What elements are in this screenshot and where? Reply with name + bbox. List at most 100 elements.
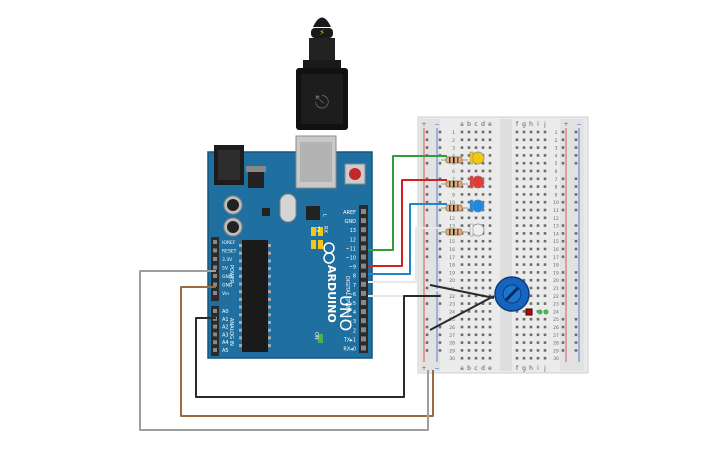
wire-gray-gnd[interactable]	[139, 270, 429, 431]
breadboard-hole[interactable]	[515, 333, 519, 337]
breadboard-hole[interactable]	[543, 356, 547, 360]
breadboard-hole[interactable]	[536, 317, 540, 321]
breadboard-hole[interactable]	[474, 333, 478, 337]
breadboard-hole[interactable]	[529, 341, 533, 344]
breadboard-hole[interactable]	[536, 271, 540, 274]
breadboard-hole[interactable]	[488, 169, 492, 173]
rail-hole[interactable]	[425, 200, 429, 204]
breadboard-hole[interactable]	[467, 138, 471, 142]
breadboard-hole[interactable]	[460, 138, 464, 142]
breadboard-hole[interactable]	[543, 138, 547, 142]
digital-pin[interactable]	[361, 327, 366, 333]
breadboard-hole[interactable]	[474, 286, 478, 290]
breadboard-hole[interactable]	[467, 208, 471, 212]
rail-hole[interactable]	[438, 193, 442, 196]
breadboard-hole[interactable]	[515, 193, 519, 196]
rail-hole[interactable]	[438, 239, 442, 243]
breadboard-hole[interactable]	[481, 193, 485, 196]
breadboard-hole[interactable]	[522, 216, 526, 220]
breadboard-hole[interactable]	[543, 185, 547, 188]
breadboard-hole[interactable]	[529, 333, 533, 337]
breadboard-hole[interactable]	[460, 216, 464, 220]
breadboard-hole[interactable]	[467, 247, 471, 251]
breadboard-hole[interactable]	[474, 263, 478, 266]
breadboard-hole[interactable]	[543, 255, 547, 259]
breadboard-hole[interactable]	[488, 278, 492, 282]
breadboard-hole[interactable]	[543, 161, 547, 165]
rail-hole[interactable]	[561, 341, 565, 344]
breadboard-hole[interactable]	[543, 154, 547, 157]
breadboard-hole[interactable]	[488, 216, 492, 220]
rail-hole[interactable]	[438, 208, 442, 212]
breadboard-hole[interactable]	[467, 232, 471, 235]
breadboard-hole[interactable]	[543, 278, 547, 282]
breadboard-hole[interactable]	[488, 333, 492, 337]
digital-pin[interactable]	[361, 263, 366, 269]
rail-hole[interactable]	[574, 185, 578, 188]
rail-hole[interactable]	[438, 146, 442, 149]
breadboard-hole[interactable]	[543, 349, 547, 352]
breadboard-hole[interactable]	[460, 341, 464, 344]
breadboard-hole[interactable]	[536, 286, 540, 290]
breadboard-hole[interactable]	[474, 349, 478, 352]
breadboard-hole[interactable]	[529, 185, 533, 188]
breadboard-hole[interactable]	[460, 255, 464, 259]
breadboard-hole[interactable]	[467, 325, 471, 329]
analog-pin[interactable]	[213, 309, 217, 313]
breadboard-hole[interactable]	[460, 310, 464, 313]
breadboard-hole[interactable]	[474, 317, 478, 321]
rail-hole[interactable]	[561, 232, 565, 235]
breadboard-hole[interactable]	[529, 271, 533, 274]
breadboard-hole[interactable]	[481, 216, 485, 220]
digital-pin[interactable]	[361, 254, 366, 260]
breadboard-hole[interactable]	[460, 177, 464, 181]
breadboard-hole[interactable]	[515, 356, 519, 360]
breadboard-hole[interactable]	[467, 239, 471, 243]
rail-hole[interactable]	[438, 138, 442, 142]
breadboard-hole[interactable]	[522, 263, 526, 266]
breadboard-hole[interactable]	[522, 130, 526, 134]
rail-hole[interactable]	[561, 161, 565, 165]
breadboard-hole[interactable]	[488, 177, 492, 181]
rail-hole[interactable]	[438, 271, 442, 274]
wire-black-gnd[interactable]	[195, 295, 440, 398]
breadboard-hole[interactable]	[536, 349, 540, 352]
breadboard-hole[interactable]	[467, 286, 471, 290]
breadboard-hole[interactable]	[522, 161, 526, 165]
reset-button[interactable]	[344, 163, 366, 185]
breadboard-hole[interactable]	[536, 294, 540, 298]
breadboard-hole[interactable]	[488, 349, 492, 352]
rail-hole[interactable]	[561, 325, 565, 329]
breadboard-hole[interactable]	[467, 341, 471, 344]
breadboard-hole[interactable]	[522, 239, 526, 243]
power-pin[interactable]	[213, 257, 217, 261]
breadboard-hole[interactable]	[488, 146, 492, 149]
breadboard-hole[interactable]	[536, 302, 540, 305]
breadboard-hole[interactable]	[460, 286, 464, 290]
digital-pin[interactable]	[361, 345, 366, 351]
rail-hole[interactable]	[438, 341, 442, 344]
rail-hole[interactable]	[574, 317, 578, 321]
rail-hole[interactable]	[574, 294, 578, 298]
wire-green-pin13[interactable]	[368, 155, 447, 251]
breadboard-hole[interactable]	[467, 333, 471, 337]
rail-hole[interactable]	[574, 302, 578, 305]
rail-hole[interactable]	[425, 185, 429, 188]
rail-hole[interactable]	[574, 146, 578, 149]
wire-blue-pin9[interactable]	[368, 203, 447, 275]
breadboard-hole[interactable]	[522, 200, 526, 204]
breadboard-hole[interactable]	[515, 169, 519, 173]
breadboard-hole[interactable]	[515, 232, 519, 235]
breadboard-hole[interactable]	[522, 185, 526, 188]
arduino-uno-board[interactable]: ARDUINO UNO DIGITAL (PWM~) TX RX ON L PO…	[207, 135, 373, 359]
breadboard-hole[interactable]	[481, 239, 485, 243]
breadboard-hole[interactable]	[529, 239, 533, 243]
rail-hole[interactable]	[561, 208, 565, 212]
breadboard-hole[interactable]	[467, 154, 471, 157]
rail-hole[interactable]	[561, 247, 565, 251]
rail-hole[interactable]	[561, 193, 565, 196]
breadboard-hole[interactable]	[460, 356, 464, 360]
breadboard-hole[interactable]	[515, 325, 519, 329]
rail-hole[interactable]	[574, 341, 578, 344]
breadboard-hole[interactable]	[467, 216, 471, 220]
